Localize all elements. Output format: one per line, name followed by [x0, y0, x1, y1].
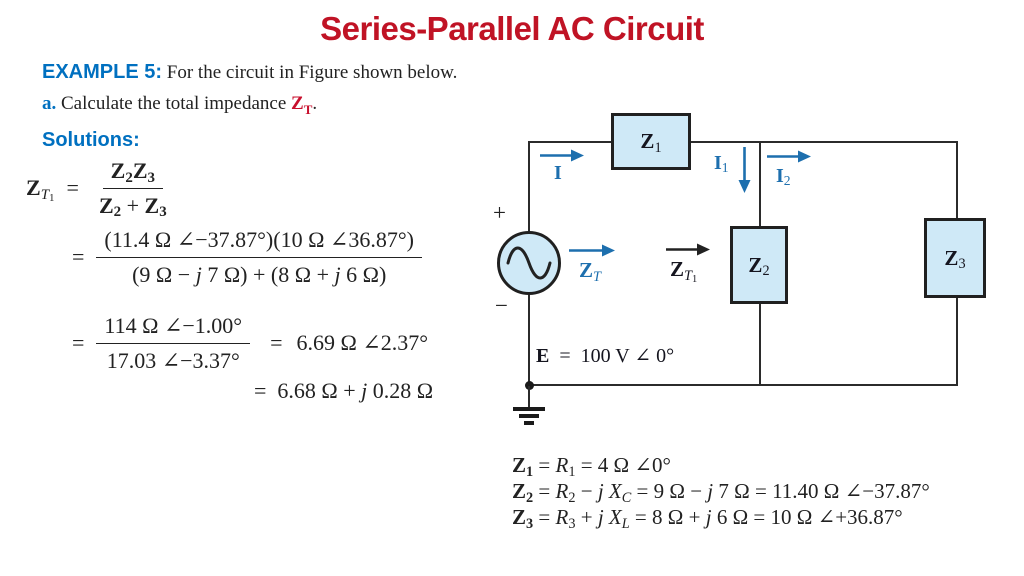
- label-z3: Z3: [944, 245, 966, 273]
- arrow-current-i1-down: [738, 147, 751, 193]
- impedance-definitions: Z1 = R1 = 4 Ω ∠0° Z2 = R2 − j XC = 9 Ω −…: [512, 452, 930, 532]
- voltage-source-label: E = 100 V ∠ 0°: [536, 345, 675, 367]
- label-impedance-zt1: ZT1: [670, 257, 698, 285]
- circuit-diagram: Z1 Z2 Z3 + − I I1 I2: [480, 105, 1024, 450]
- arrow-current-i2: [767, 150, 811, 163]
- arrow-current-i: [540, 149, 584, 162]
- part-a-text: Calculate the total impedance: [56, 93, 292, 114]
- label-impedance-zt: ZT: [579, 258, 601, 285]
- equals-sign: =: [72, 244, 85, 269]
- label-current-i2: I2: [776, 165, 791, 189]
- ac-source-icon: [497, 231, 561, 295]
- fraction: (11.4 Ω ∠−37.87°)(10 Ω ∠36.87°) (9 Ω − j…: [96, 226, 422, 288]
- example-line: EXAMPLE 5: For the circuit in Figure sho…: [42, 61, 457, 84]
- example-label: EXAMPLE 5:: [42, 61, 163, 83]
- equals-sign: =: [72, 330, 85, 355]
- impedance-def-z2: Z2 = R2 − j XC = 9 Ω − j 7 Ω = 11.40 Ω ∠…: [512, 479, 930, 506]
- arrow-impedance-zt1: [666, 243, 710, 256]
- fraction-numerator: (11.4 Ω ∠−37.87°)(10 Ω ∠36.87°): [96, 226, 422, 258]
- impedance-def-z1: Z1 = R1 = 4 Ω ∠0°: [512, 453, 671, 480]
- page-title: Series-Parallel AC Circuit: [320, 10, 704, 47]
- impedance-box-z3: Z3: [924, 218, 986, 298]
- impedance-symbol-zt: ZT: [291, 93, 313, 117]
- fraction-denominator: 17.03 ∠−3.37°: [106, 347, 240, 373]
- part-a-label: a.: [42, 93, 57, 114]
- fraction-denominator: Z2 + Z3: [98, 192, 167, 221]
- eq3-result: 6.69 Ω ∠2.37°: [296, 330, 429, 355]
- eq-zt1-substitution: = (11.4 Ω ∠−37.87°)(10 Ω ∠36.87°) (9 Ω −…: [60, 226, 422, 288]
- impedance-box-z1: Z1: [611, 113, 691, 170]
- junction-dot: [525, 381, 534, 390]
- label-current-i: I: [554, 162, 562, 184]
- equals-sign: =: [66, 175, 79, 200]
- label-current-i1: I1: [714, 152, 729, 176]
- label-z2: Z2: [748, 252, 770, 280]
- source-minus-sign: −: [495, 293, 508, 318]
- fraction: 114 Ω ∠−1.00° 17.03 ∠−3.37°: [96, 312, 251, 374]
- eq1-lhs: ZT1: [26, 175, 55, 205]
- solutions-heading: Solutions:: [42, 129, 140, 151]
- wire-top: [529, 141, 958, 143]
- sine-wave-icon: [506, 246, 552, 280]
- impedance-def-z3: Z3 = R3 + j XL = 8 Ω + j 6 Ω = 10 Ω ∠+36…: [512, 505, 903, 532]
- label-z1: Z1: [640, 129, 662, 156]
- impedance-box-z2: Z2: [730, 226, 788, 304]
- example-text: For the circuit in Figure shown below.: [162, 62, 458, 83]
- eq-zt1-rectangular: = 6.68 Ω + j 0.28 Ω: [254, 378, 434, 403]
- fraction-numerator: 114 Ω ∠−1.00°: [96, 312, 251, 344]
- arrow-impedance-zt: [569, 244, 615, 257]
- fraction: Z2Z3 Z2 + Z3: [91, 157, 175, 221]
- wire-bottom: [529, 384, 958, 386]
- ground-stem: [528, 386, 530, 407]
- fraction-numerator: Z2Z3: [102, 157, 163, 189]
- equals-sign: =: [270, 330, 283, 355]
- part-a-line: a. Calculate the total impedance ZT.: [42, 93, 317, 118]
- source-plus-sign: +: [493, 200, 506, 225]
- part-a-period: .: [312, 93, 318, 114]
- eq-zt1-definition: ZT1 = Z2Z3 Z2 + Z3: [26, 157, 175, 221]
- fraction-denominator: (9 Ω − j 7 Ω) + (8 Ω + j 6 Ω): [132, 261, 387, 287]
- eq-zt1-polar: = 114 Ω ∠−1.00° 17.03 ∠−3.37° = 6.69 Ω ∠…: [60, 312, 428, 374]
